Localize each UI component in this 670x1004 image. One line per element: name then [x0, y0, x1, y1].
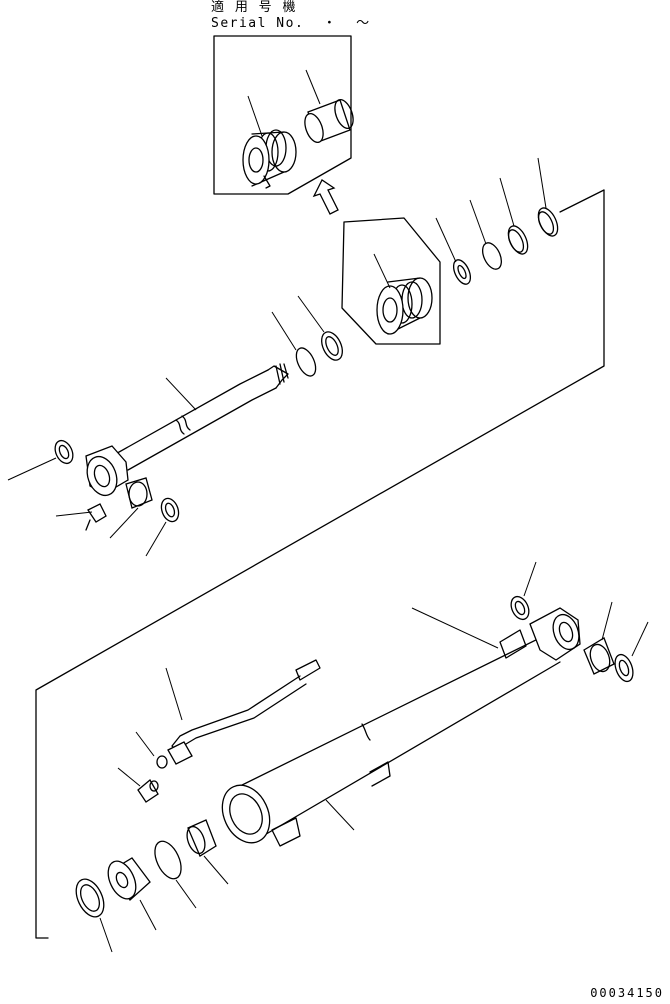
tube-head-eye [499, 607, 581, 661]
inset-bushing-part [304, 98, 354, 144]
pipe-leaders [117, 667, 183, 787]
piston-leaders [99, 855, 229, 953]
tube-leaders [325, 561, 649, 831]
gland-outline-box [341, 217, 441, 345]
rod-eye [85, 445, 129, 497]
piston [107, 857, 151, 902]
inset-leader-2 [305, 69, 321, 105]
arrow-to-inset [312, 179, 339, 215]
cylinder-tube [221, 633, 561, 847]
piston-ring [154, 840, 182, 880]
pipe-fittings [137, 755, 168, 803]
gland-leader [373, 253, 391, 289]
assembly-outline [35, 189, 605, 939]
upper-seal-rings [452, 207, 559, 285]
applicable-serial-jp-label: 適 用 号 機 [211, 0, 297, 15]
document-id: 00034150 [590, 986, 664, 1000]
tube-head-parts [510, 595, 634, 683]
serial-number-label: Serial No. ・ ～ [211, 16, 371, 31]
rod-eye-leaders [7, 457, 167, 557]
inset-box [213, 35, 352, 195]
rod-eye-parts [54, 439, 180, 531]
inset-leader-1 [247, 95, 263, 137]
hydraulic-pipe [167, 659, 321, 765]
piston-nut [186, 819, 217, 857]
piston-rod [111, 363, 289, 471]
inset-gland-part [242, 129, 297, 189]
end-ring [75, 878, 105, 918]
rod-gland [376, 277, 433, 335]
upper-ring-leaders [435, 157, 547, 263]
rod-leader [165, 377, 197, 411]
rod-rings [271, 295, 343, 377]
